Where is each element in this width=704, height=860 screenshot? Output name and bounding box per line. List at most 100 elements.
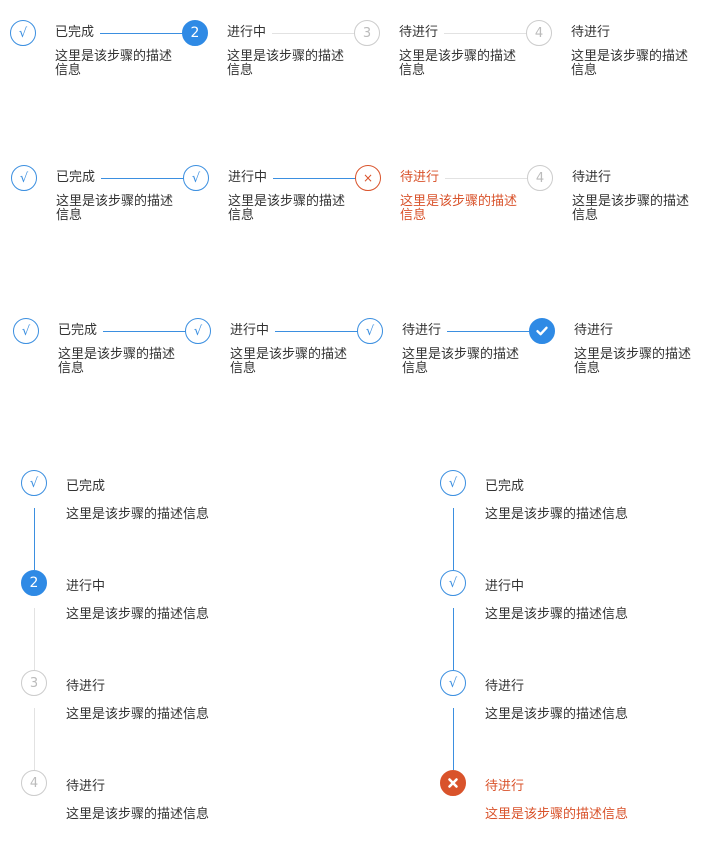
step-title: 待进行 xyxy=(66,779,106,794)
check-icon: √ xyxy=(440,470,466,496)
step-connector xyxy=(34,508,35,570)
step-title: 待进行 xyxy=(66,679,106,694)
step-1: √ 已完成 这里是该步骤的描述信息 xyxy=(11,165,185,245)
check-circle-icon xyxy=(529,318,555,344)
step-title: 进行中 xyxy=(66,579,106,594)
step-description: 这里是该步骤的描述信息 xyxy=(58,347,176,376)
step-description: 这里是该步骤的描述信息 xyxy=(66,807,210,822)
check-icon: √ xyxy=(10,20,36,46)
step-title: 待进行 xyxy=(571,24,617,42)
step-title: 已完成 xyxy=(66,479,106,494)
step-connector xyxy=(56,178,185,179)
step-connector xyxy=(402,331,531,332)
step-description: 这里是该步骤的描述信息 xyxy=(399,49,517,78)
step-title: 待进行 xyxy=(402,322,448,340)
step-description: 这里是该步骤的描述信息 xyxy=(66,707,210,722)
step-connector xyxy=(453,608,454,670)
step-title: 已完成 xyxy=(55,24,101,42)
step-description: 这里是该步骤的描述信息 xyxy=(572,194,690,223)
step-description: 这里是该步骤的描述信息 xyxy=(485,507,629,522)
close-circle-icon xyxy=(440,770,466,796)
step-4: 待进行 这里是该步骤的描述信息 xyxy=(529,318,701,398)
step-description: 这里是该步骤的描述信息 xyxy=(571,49,689,78)
step-title: 进行中 xyxy=(227,24,273,42)
step-3: 3 待进行 这里是该步骤的描述信息 xyxy=(354,20,528,100)
check-icon: √ xyxy=(13,318,39,344)
step-title: 进行中 xyxy=(485,579,525,594)
steps-horizontal-error: √ 已完成 这里是该步骤的描述信息 √ 进行中 这里是该步骤的描述信息 × 待进… xyxy=(11,165,704,245)
step-connector xyxy=(227,33,356,34)
step-title: 已完成 xyxy=(485,479,525,494)
step-connector xyxy=(34,708,35,770)
step-description: 这里是该步骤的描述信息 xyxy=(485,707,629,722)
step-connector xyxy=(55,33,184,34)
step-title: 待进行 xyxy=(485,779,525,794)
step-title: 进行中 xyxy=(230,322,276,340)
steps-horizontal-basic: √ 已完成 这里是该步骤的描述信息 2 进行中 这里是该步骤的描述信息 3 待进… xyxy=(10,20,704,100)
step-title: 待进行 xyxy=(399,24,445,42)
step-2: 2 进行中 这里是该步骤的描述信息 xyxy=(182,20,356,100)
step-title: 待进行 xyxy=(572,169,618,187)
step-description: 这里是该步骤的描述信息 xyxy=(574,347,692,376)
close-circle-glyph xyxy=(448,778,458,788)
close-icon: × xyxy=(355,165,381,191)
step-description: 这里是该步骤的描述信息 xyxy=(228,194,346,223)
step-description: 这里是该步骤的描述信息 xyxy=(485,807,629,822)
step-connector xyxy=(34,608,35,670)
step-description: 这里是该步骤的描述信息 xyxy=(485,607,629,622)
step-description: 这里是该步骤的描述信息 xyxy=(55,49,173,78)
steps-vertical-error: √ 已完成 这里是该步骤的描述信息 √ 进行中 这里是该步骤的描述信息 √ 待进… xyxy=(440,470,700,830)
step-2: 2 进行中 这里是该步骤的描述信息 xyxy=(21,570,281,670)
step-title: 进行中 xyxy=(228,169,274,187)
steps-vertical-basic: √ 已完成 这里是该步骤的描述信息 2 进行中 这里是该步骤的描述信息 3 待进… xyxy=(21,470,281,830)
step-description: 这里是该步骤的描述信息 xyxy=(400,194,518,223)
step-number-icon: 2 xyxy=(21,570,47,596)
step-4: 4 待进行 这里是该步骤的描述信息 xyxy=(21,770,281,860)
step-number-icon: 4 xyxy=(21,770,47,796)
step-connector xyxy=(453,708,454,770)
step-1: √ 已完成 这里是该步骤的描述信息 xyxy=(13,318,187,398)
step-number-icon: 4 xyxy=(527,165,553,191)
step-number-icon: 3 xyxy=(21,670,47,696)
step-connector xyxy=(230,331,359,332)
check-icon: √ xyxy=(185,318,211,344)
step-title: 待进行 xyxy=(400,169,446,187)
step-description: 这里是该步骤的描述信息 xyxy=(227,49,345,78)
step-3: × 待进行 这里是该步骤的描述信息 xyxy=(355,165,529,245)
steps-horizontal-finished: √ 已完成 这里是该步骤的描述信息 √ 进行中 这里是该步骤的描述信息 √ 待进… xyxy=(13,318,704,398)
step-connector xyxy=(228,178,357,179)
step-number-icon: 3 xyxy=(354,20,380,46)
check-icon: √ xyxy=(21,470,47,496)
step-3: √ 待进行 这里是该步骤的描述信息 xyxy=(357,318,531,398)
step-3: 3 待进行 这里是该步骤的描述信息 xyxy=(21,670,281,770)
step-2: √ 进行中 这里是该步骤的描述信息 xyxy=(183,165,357,245)
step-number-icon: 4 xyxy=(526,20,552,46)
step-2: √ 进行中 这里是该步骤的描述信息 xyxy=(185,318,359,398)
step-title: 已完成 xyxy=(58,322,104,340)
step-connector xyxy=(399,33,528,34)
step-1: √ 已完成 这里是该步骤的描述信息 xyxy=(21,470,281,570)
check-icon: √ xyxy=(440,670,466,696)
check-icon: √ xyxy=(357,318,383,344)
step-connector xyxy=(58,331,187,332)
step-description: 这里是该步骤的描述信息 xyxy=(230,347,348,376)
step-4: 4 待进行 这里是该步骤的描述信息 xyxy=(527,165,699,245)
step-4: 待进行 这里是该步骤的描述信息 xyxy=(440,770,700,860)
step-2: √ 进行中 这里是该步骤的描述信息 xyxy=(440,570,700,670)
step-description: 这里是该步骤的描述信息 xyxy=(66,607,210,622)
step-title: 已完成 xyxy=(56,169,102,187)
step-3: √ 待进行 这里是该步骤的描述信息 xyxy=(440,670,700,770)
step-1: √ 已完成 这里是该步骤的描述信息 xyxy=(10,20,184,100)
step-description: 这里是该步骤的描述信息 xyxy=(56,194,174,223)
step-title: 待进行 xyxy=(574,322,620,340)
check-icon: √ xyxy=(440,570,466,596)
step-description: 这里是该步骤的描述信息 xyxy=(66,507,210,522)
check-circle-glyph xyxy=(536,326,548,336)
step-title: 待进行 xyxy=(485,679,525,694)
step-connector xyxy=(453,508,454,570)
step-connector xyxy=(400,178,529,179)
step-1: √ 已完成 这里是该步骤的描述信息 xyxy=(440,470,700,570)
step-number-icon: 2 xyxy=(182,20,208,46)
check-icon: √ xyxy=(183,165,209,191)
check-icon: √ xyxy=(11,165,37,191)
